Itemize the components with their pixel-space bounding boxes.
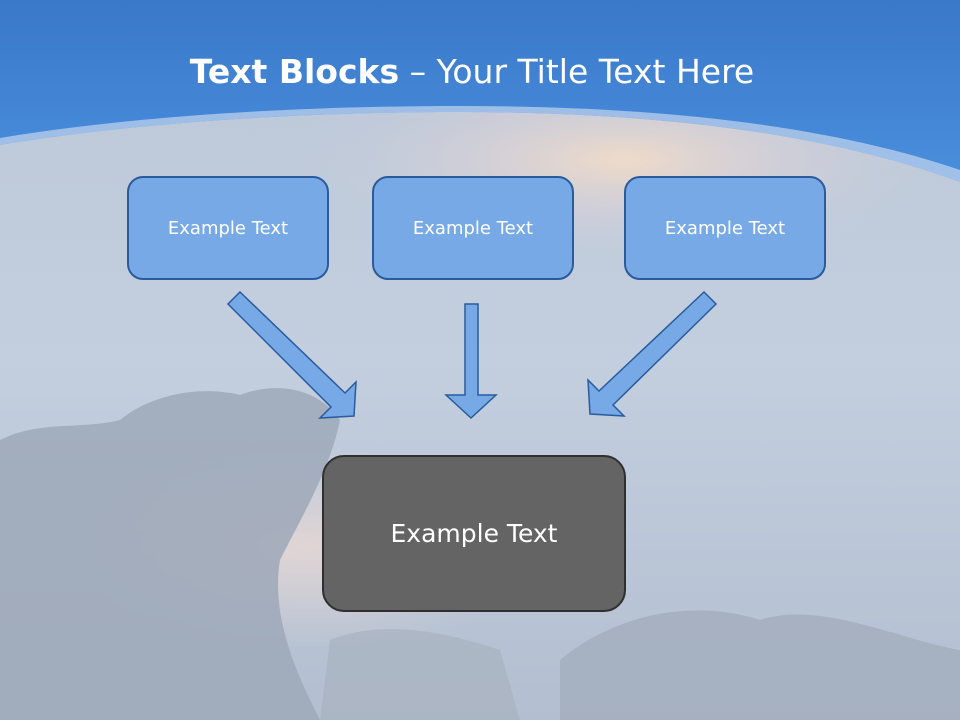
text-block-middle[interactable]: Example Text [372, 176, 574, 280]
text-block-middle-label: Example Text [412, 217, 534, 239]
slide-title: Text Blocks – Your Title Text Here [0, 52, 944, 91]
center-text-block-label: Example Text [390, 519, 558, 548]
center-text-block[interactable]: Example Text [322, 455, 626, 612]
text-block-left-label: Example Text [167, 217, 289, 239]
text-block-left[interactable]: Example Text [127, 176, 329, 280]
text-block-right-label: Example Text [664, 217, 786, 239]
text-block-right[interactable]: Example Text [624, 176, 826, 280]
title-bold-text: Text Blocks [189, 52, 400, 91]
title-rest-text: – Your Title Text Here [399, 52, 755, 91]
